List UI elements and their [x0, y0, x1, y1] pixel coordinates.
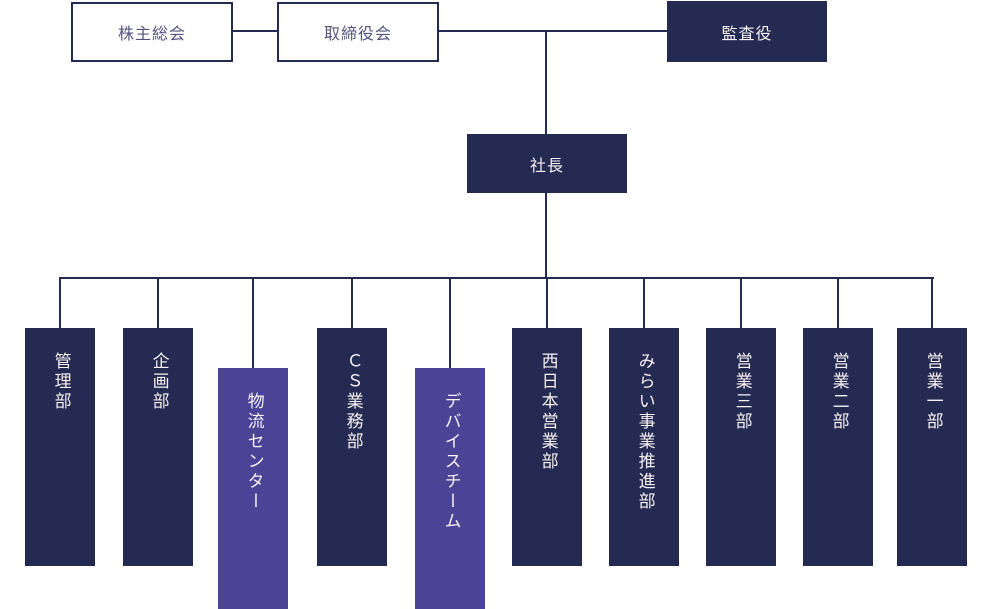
- connector-shareholders-board: [233, 30, 277, 32]
- connector-drop: [157, 277, 159, 328]
- connector-drop: [643, 277, 645, 328]
- dept-label: 営業一部: [922, 352, 943, 432]
- connector-distribution-bar: [59, 277, 934, 279]
- node-dept-cs-gyomu: ＣＳ業務部: [317, 328, 387, 566]
- node-president: 社長: [467, 134, 627, 193]
- dept-label: 営業二部: [828, 352, 849, 432]
- connector-drop: [837, 277, 839, 328]
- node-dept-kanri: 管理部: [25, 328, 95, 566]
- node-dept-eigyo-3: 営業三部: [706, 328, 776, 566]
- node-auditor: 監査役: [667, 1, 827, 62]
- dept-label: デバイスチーム: [440, 392, 461, 532]
- dept-label: 西日本営業部: [537, 352, 558, 472]
- node-dept-mirai-jigyo: みらい事業推進部: [609, 328, 679, 566]
- connector-board-auditor: [439, 30, 667, 32]
- connector-drop: [931, 277, 933, 328]
- connector-drop: [351, 277, 353, 328]
- connector-drop: [740, 277, 742, 328]
- node-shareholders-meeting: 株主総会: [71, 2, 233, 62]
- node-dept-device-team: デバイスチーム: [415, 368, 485, 609]
- connector-drop: [449, 277, 451, 368]
- dept-label: 管理部: [50, 352, 71, 412]
- node-dept-butsuryu-center: 物流センター: [218, 368, 288, 609]
- dept-label: 企画部: [148, 352, 169, 412]
- node-dept-nishinihon-eigyo: 西日本営業部: [512, 328, 582, 566]
- connector-board-president: [545, 30, 547, 134]
- node-board-of-directors: 取締役会: [277, 2, 439, 62]
- node-label: 株主総会: [117, 24, 186, 43]
- dept-label: 物流センター: [243, 392, 264, 512]
- node-label: 取締役会: [323, 24, 392, 43]
- dept-label: ＣＳ業務部: [342, 352, 363, 452]
- dept-label: みらい事業推進部: [634, 352, 655, 512]
- dept-label: 営業三部: [731, 352, 752, 432]
- connector-drop: [546, 277, 548, 328]
- connector-president-departments: [545, 193, 547, 279]
- node-label: 監査役: [721, 23, 773, 43]
- connector-drop: [252, 277, 254, 368]
- node-dept-eigyo-2: 営業二部: [803, 328, 873, 566]
- node-label: 社長: [529, 155, 564, 175]
- node-dept-kikaku: 企画部: [123, 328, 193, 566]
- connector-drop: [59, 277, 61, 328]
- node-dept-eigyo-1: 営業一部: [897, 328, 967, 566]
